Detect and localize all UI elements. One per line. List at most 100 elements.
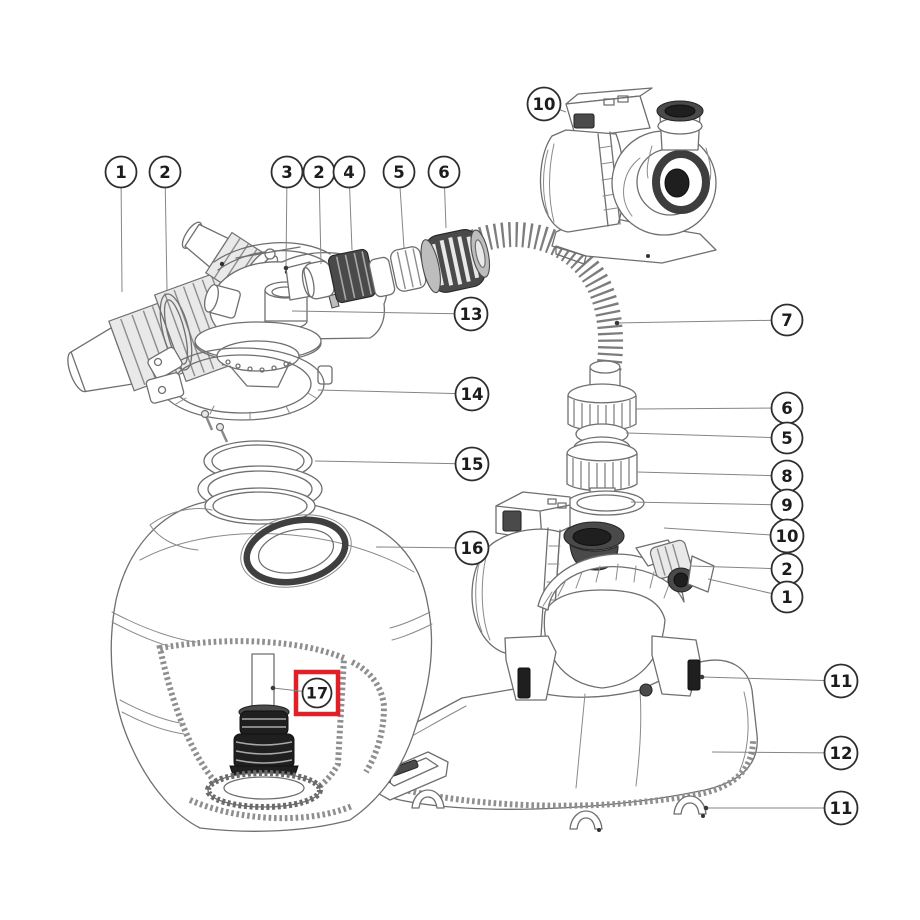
leader-line xyxy=(701,676,842,682)
callout-number: 8 xyxy=(781,467,792,486)
leader-line xyxy=(314,460,473,465)
leader-line xyxy=(635,407,788,410)
anti-vibration-peg xyxy=(687,659,701,691)
callout-circle[interactable] xyxy=(454,376,490,412)
pump-outlet-fitting xyxy=(687,555,715,593)
callout-6-top-nut[interactable]: 6 xyxy=(427,155,461,229)
leader-line xyxy=(616,319,788,324)
spare-pump xyxy=(539,87,717,265)
pump-lid-ring xyxy=(537,553,685,611)
callout-circle[interactable] xyxy=(104,155,138,189)
tank-side-ring xyxy=(243,516,349,586)
callout-10-pump[interactable]: 10 xyxy=(663,518,805,554)
callout-circle[interactable] xyxy=(454,530,490,566)
callout-11-foot[interactable]: 11 xyxy=(703,790,859,826)
rubber-foot xyxy=(673,795,707,815)
callout-circle[interactable] xyxy=(823,663,859,699)
callout-circle[interactable] xyxy=(769,518,805,554)
valve-handle xyxy=(213,242,331,275)
callout-circle[interactable] xyxy=(770,421,804,455)
callout-circle[interactable] xyxy=(270,155,304,189)
leader-dot xyxy=(699,674,705,680)
callout-circle[interactable] xyxy=(453,296,489,332)
callout-5-right-adapter[interactable]: 5 xyxy=(625,421,804,455)
valve-outlet-train xyxy=(285,229,491,304)
callout-circle[interactable] xyxy=(382,155,416,189)
clamp-screw xyxy=(215,422,229,443)
callout-9-pump-oring[interactable]: 9 xyxy=(630,488,804,522)
callout-circle[interactable] xyxy=(526,86,562,122)
callout-number: 14 xyxy=(461,385,484,404)
callout-number: 10 xyxy=(776,527,799,546)
callout-number: 3 xyxy=(281,163,292,182)
callout-10-pump-spare[interactable]: 10 xyxy=(526,86,567,122)
leader-line xyxy=(164,171,168,291)
callout-circle[interactable] xyxy=(332,155,366,189)
callout-2-top-oring[interactable]: 2 xyxy=(148,155,182,291)
valve-assembly xyxy=(67,221,491,443)
callout-4-barb[interactable]: 4 xyxy=(332,155,366,251)
union-nut-top xyxy=(420,229,491,294)
callout-circle[interactable] xyxy=(823,735,859,771)
callout-5-top-adapter[interactable]: 5 xyxy=(382,155,416,249)
callout-number: 2 xyxy=(313,163,324,182)
callout-16-tank[interactable]: 16 xyxy=(375,530,490,566)
leader-line xyxy=(291,310,472,315)
callout-3-valve[interactable]: 3 xyxy=(270,155,304,271)
callout-2-pump-collar[interactable]: 2 xyxy=(689,552,804,586)
callout-circle[interactable] xyxy=(301,677,333,709)
callout-circle[interactable] xyxy=(454,446,490,482)
bottom-strainer xyxy=(205,704,323,810)
callout-number: 4 xyxy=(343,163,354,182)
callout-13-sight-glass[interactable]: 13 xyxy=(291,296,489,332)
callout-1-top-fitting[interactable]: 1 xyxy=(104,155,138,293)
callout-number: 7 xyxy=(781,311,792,330)
tank-neck-opening xyxy=(204,487,316,525)
rubber-foot xyxy=(411,789,445,809)
leader-dot xyxy=(283,265,289,271)
callout-circle[interactable] xyxy=(148,155,182,189)
leader-line xyxy=(630,501,788,506)
outlet-collar xyxy=(301,260,335,300)
callout-circle[interactable] xyxy=(770,580,804,614)
rubber-feet xyxy=(411,789,707,832)
callout-circle[interactable] xyxy=(427,155,461,189)
callout-8-lower-nut[interactable]: 8 xyxy=(636,459,804,493)
callout-number: 1 xyxy=(115,163,126,182)
callout-circle[interactable] xyxy=(823,790,859,826)
callout-number: 6 xyxy=(438,163,449,182)
callout-17-standpipe[interactable]: 17 xyxy=(270,669,341,717)
callout-14-clamp[interactable]: 14 xyxy=(317,376,490,412)
pump-assembly xyxy=(471,491,715,701)
base-latch-bracket xyxy=(371,751,449,801)
callout-number: 11 xyxy=(830,799,853,818)
leader-line xyxy=(663,527,788,537)
callout-number: 2 xyxy=(159,163,170,182)
callout-circle[interactable] xyxy=(770,303,804,337)
callout-number: 16 xyxy=(461,539,484,558)
callout-6-right-nut[interactable]: 6 xyxy=(635,391,804,425)
callout-7-hose[interactable]: 7 xyxy=(614,303,804,337)
callout-number: 15 xyxy=(461,455,484,474)
leader-line xyxy=(625,432,788,439)
leader-line xyxy=(120,171,123,293)
callout-number: 11 xyxy=(830,672,853,691)
callout-12-base[interactable]: 12 xyxy=(711,735,859,771)
pump-port-ring xyxy=(652,150,710,214)
callout-number: 17 xyxy=(306,683,328,702)
clamp-ring xyxy=(145,346,333,443)
callout-11-peg[interactable]: 11 xyxy=(699,663,859,699)
callout-2-outlet-collar[interactable]: 2 xyxy=(302,155,336,265)
callout-number: 5 xyxy=(393,163,404,182)
o-ring xyxy=(159,293,193,371)
callout-1-pump-fitting[interactable]: 1 xyxy=(707,578,804,614)
callout-15-lid-ring[interactable]: 15 xyxy=(314,446,490,482)
highlight-box xyxy=(293,669,341,717)
callout-number: 10 xyxy=(533,95,556,114)
anti-vibration-peg xyxy=(517,667,531,699)
clamp-screw xyxy=(200,409,214,431)
pump-knob xyxy=(502,510,522,532)
leader-line xyxy=(711,751,842,754)
